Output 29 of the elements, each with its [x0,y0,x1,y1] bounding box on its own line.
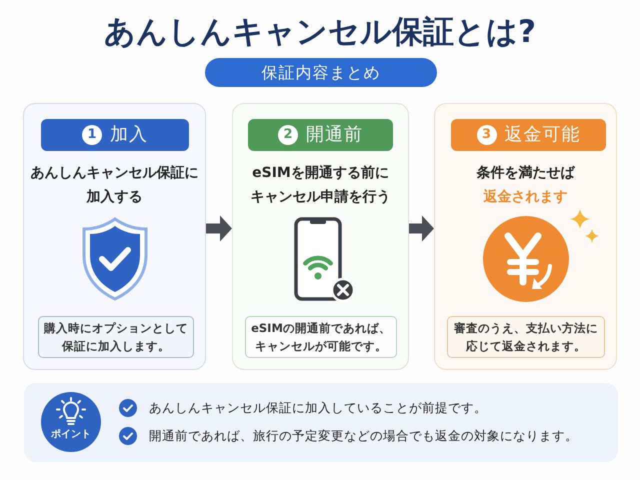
subtitle-pill [205,58,437,87]
step-description: eSIMを開通する前にキャンセル申請を行う [250,164,390,207]
title: あんしんキャンセル保証とは? [104,13,536,52]
step-card [23,103,206,370]
point-text: 開通前であれば、旅行の予定変更などの場合でも返金の対象になります。 [149,427,578,445]
step-header [41,119,189,151]
step-title: 開通前 [306,123,363,147]
step-card [232,103,409,370]
step-number: 3 [476,125,496,145]
step-number: 2 [278,125,298,145]
point-panel [24,383,618,462]
note-text: 審査のうえ、支払い方法に応じて返金されます。 [453,320,599,355]
step-description: 条件を満たせば [476,164,574,183]
note-text: eSIMの開通前であれば、キャンセルが可能です。 [250,320,392,355]
note-box [447,316,605,358]
arrow [206,216,232,242]
step-header [248,119,393,151]
step-header [451,119,606,151]
step-number: 1 [82,125,102,145]
step-highlight: 返金されます [484,188,568,207]
step-card [434,103,617,370]
step-title: 返金可能 [504,123,580,147]
arrow [409,216,434,242]
subtitle-text: 保証内容まとめ [262,62,380,82]
point-label: ポイント [51,428,91,441]
note-text: 購入時にオプションとして保証に加入します。 [42,320,189,355]
step-title: 加入 [110,123,148,147]
point-text: あんしんキャンセル保証に加入していることが前提です。 [149,399,487,417]
step-description: あんしんキャンセル保証に加入する [30,164,200,207]
